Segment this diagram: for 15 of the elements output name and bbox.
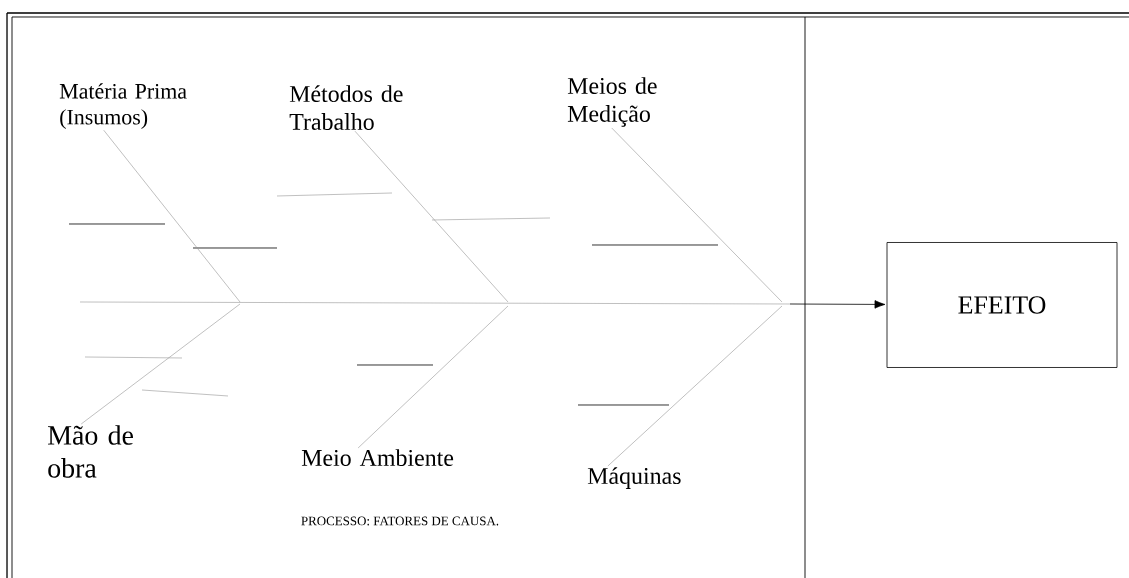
category-label: Matéria Prima (Insumos): [59, 83, 187, 129]
category-label: Mão de obra: [48, 425, 133, 478]
category-label: Métodos de Trabalho: [289, 85, 403, 130]
bone-line: [80, 303, 241, 425]
bone-line: [607, 305, 783, 467]
bone-line: [357, 305, 509, 449]
arrow: [789, 300, 886, 309]
caption: PROCESSO: FATORES DE CAUSA.: [301, 516, 499, 526]
category-label: Meios de Medição: [567, 77, 657, 127]
effect-box: EFEITO: [886, 242, 1118, 368]
category-label: Meio Ambiente: [301, 449, 454, 466]
bone-line: [354, 130, 509, 303]
category-label: Máquinas: [587, 467, 681, 489]
bone-line: [103, 129, 241, 303]
bone-line: [611, 127, 783, 303]
